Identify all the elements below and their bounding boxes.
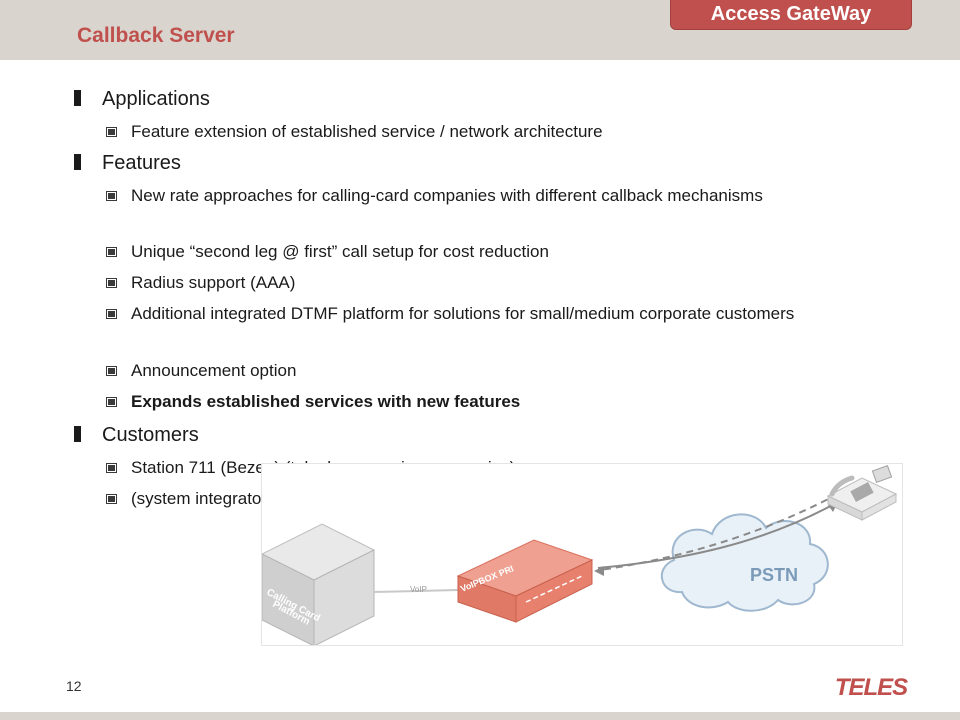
square-bullet-icon [106,247,117,257]
square-bullet-icon [106,127,117,137]
pstn-cloud-icon: PSTN [660,513,829,612]
square-bullet-icon [106,278,117,288]
square-bullet-icon [106,397,117,407]
list-item: Feature extension of established service… [106,120,847,144]
calling-card-platform-icon: Calling Card Platform [260,523,376,647]
arrowhead-icon [594,566,604,576]
list-item: New rate approaches for calling-card com… [106,184,817,208]
network-diagram: PSTN Calling Card Platform VoIP VoIPBOX … [260,463,903,647]
network-diagram-svg: PSTN Calling Card Platform VoIP VoIPBOX … [260,464,898,647]
square-bullet-icon [106,366,117,376]
telephone-icon [826,464,898,521]
footer-band [0,712,960,720]
list-item: Announcement option [106,359,847,383]
bullet-bar-icon [74,154,81,170]
list-item: (system integrators) [106,487,847,511]
bullet-bar-icon [74,426,81,442]
voip-link-label: VoIP [410,585,427,594]
list-item: Radius support (AAA) [106,271,847,295]
square-bullet-icon [106,463,117,473]
page-number: 12 [66,678,82,694]
logo-text: TELES [835,674,908,700]
square-bullet-icon [106,494,117,504]
bullet-bar-icon [74,90,81,106]
slide-title: Callback Server [77,24,235,47]
square-bullet-icon [106,309,117,319]
square-bullet-icon [106,191,117,201]
list-item: Additional integrated DTMF platform for … [106,302,867,326]
section-heading-applications: Applications [74,88,210,111]
voipbox-device-icon: VoIPBOX PRI [456,539,594,623]
voip-link-line [373,589,459,593]
list-item: Expands established services with new fe… [106,390,847,414]
list-item: Unique “second leg @ first” call setup f… [106,240,847,264]
teles-logo: TELES [835,674,909,700]
section-heading-features: Features [74,152,181,175]
callback-arrow-dashed [599,493,839,571]
section-heading-customers: Customers [74,424,199,447]
pstn-label: PSTN [750,565,798,585]
brand-tab: Access GateWay [670,0,912,30]
